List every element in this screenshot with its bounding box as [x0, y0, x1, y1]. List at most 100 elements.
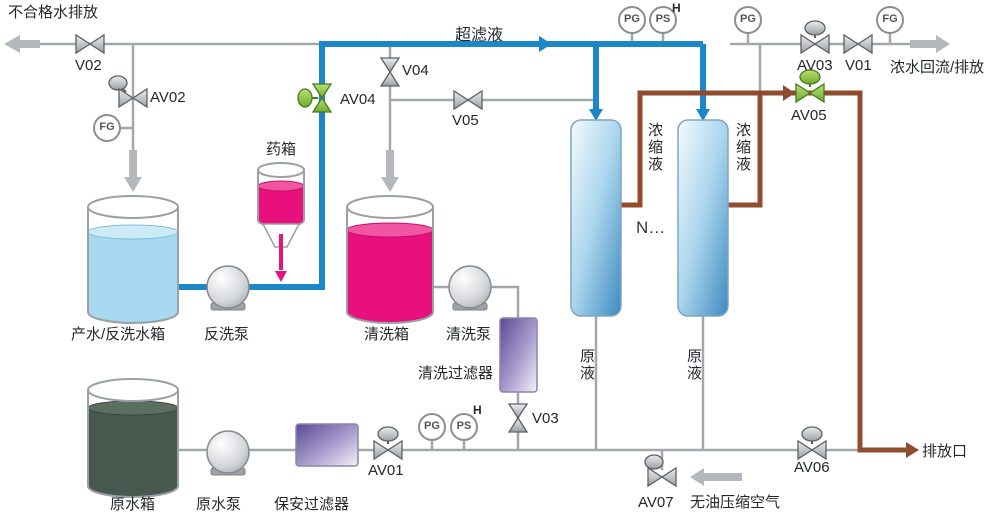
product-water-tank: [87, 195, 179, 324]
cleaning-tank-outline: [346, 207, 434, 324]
pg-gauge-top: [618, 6, 646, 34]
ultrafiltrate-pipes: [178, 36, 710, 290]
label-v02: V02: [75, 57, 102, 74]
label-h-top: H: [672, 1, 681, 15]
raw-water-surface: [87, 400, 179, 416]
label-membrane-count: N…: [636, 218, 666, 237]
label-chemical-tank: 药箱: [266, 141, 297, 158]
label-v04: V04: [402, 62, 429, 79]
discharge-left-arrow: [4, 35, 40, 53]
label-product-tank: 产水/反洗水箱: [71, 326, 166, 343]
chemical-liquid: [258, 186, 304, 227]
label-av05: AV05: [791, 107, 827, 124]
raw-water-fill: [88, 408, 178, 497]
label-cleaning-tank: 清洗箱: [364, 326, 410, 343]
valve-v05: [453, 89, 483, 111]
backwash-pump: [206, 265, 250, 311]
label-feed-right: 原液: [685, 348, 702, 382]
cleaning-liquid: [347, 230, 433, 323]
label-av02: AV02: [150, 89, 186, 106]
compressed-air-arrow: [690, 468, 742, 486]
valve-v01: [843, 33, 873, 55]
ps-gauge-bottom: [450, 413, 478, 441]
concentrate-return-arrow: [910, 35, 950, 53]
valve-av06: [797, 426, 827, 461]
pg-gauge-bottom-text: PG: [424, 420, 440, 432]
valve-av07: [644, 454, 677, 488]
av02-actuator: [108, 75, 128, 91]
raw-pump-body: [206, 430, 250, 474]
cleaning-pump-body: [448, 265, 492, 309]
fg-gauge-right-text: FG: [882, 13, 898, 25]
label-v01: V01: [845, 57, 872, 74]
valve-v03: [507, 403, 529, 433]
uf-flow-arrow: [539, 36, 552, 52]
pg-gauge-right-text: PG: [740, 13, 756, 25]
label-backwash-pump: 反洗泵: [204, 326, 250, 343]
av01-actuator: [377, 426, 399, 442]
label-cleaning-filter: 清洗过滤器: [418, 365, 494, 382]
chemical-tank: [257, 162, 305, 282]
product-water-fill: [88, 232, 178, 323]
label-av04: AV04: [340, 91, 376, 108]
av04-actuator: [297, 88, 313, 108]
cleaning-pump: [448, 265, 492, 311]
pg-gauge-bottom: [418, 413, 446, 441]
label-concentrate-left: 浓缩液: [646, 122, 663, 173]
raw-water-pump: [206, 430, 250, 476]
av03-actuator: [804, 20, 826, 36]
dosing-arrow: [275, 271, 287, 282]
raw-tank-outline: [87, 390, 179, 498]
label-av01: AV01: [368, 462, 404, 479]
cleaning-filter: [499, 317, 538, 393]
uf-leg-right-arrow: [696, 109, 710, 121]
arrow-into-cleaning-tank: [381, 150, 399, 192]
valve-av02: [108, 75, 148, 109]
pg-gauge-top-text: PG: [624, 13, 640, 25]
product-water-surface: [87, 224, 179, 240]
security-filter: [295, 423, 359, 467]
valve-av03: [800, 20, 830, 55]
label-av06: AV06: [794, 459, 830, 476]
pipe-ultrafiltrate-main: [178, 41, 703, 290]
label-raw-water-pump: 原水泵: [196, 496, 242, 513]
label-unqualified-discharge: 不合格水排放: [8, 4, 99, 21]
ps-gauge-bottom-text: PS: [456, 420, 472, 432]
membrane-module-1: [570, 119, 622, 317]
cleaning-tank: [346, 195, 434, 324]
pipe-concentrate-main: [621, 90, 908, 453]
label-h-bottom: H: [473, 403, 482, 417]
label-compressed-air: 无油压缩空气: [690, 494, 781, 511]
concentrate-pipes: [621, 85, 919, 458]
av07-actuator: [644, 454, 664, 470]
label-av03: AV03: [797, 57, 833, 74]
arrow-into-product-tank: [124, 150, 142, 192]
pg-gauge-right: [734, 6, 762, 34]
label-av07: AV07: [638, 494, 674, 511]
ps-gauge-top: [649, 6, 677, 34]
discharge-outlet-arrow: [906, 442, 919, 458]
product-tank-outline: [87, 207, 179, 324]
uf-leg-left-arrow: [589, 109, 603, 121]
label-raw-water-tank: 原水箱: [110, 496, 156, 513]
valve-av04: [297, 83, 333, 113]
valve-av01: [373, 426, 403, 461]
ps-gauge-top-text: PS: [655, 13, 671, 25]
label-concentrate-return: 浓水回流/排放: [890, 59, 985, 76]
label-concentrate-right: 浓缩液: [734, 122, 751, 173]
av05-actuator: [799, 69, 821, 85]
label-v05: V05: [452, 112, 479, 129]
label-discharge-outlet: 排放口: [922, 443, 968, 460]
label-v03: V03: [532, 410, 559, 427]
fg-gauge-left: [93, 114, 121, 142]
pipe-concentrate-right: [728, 93, 763, 208]
raw-water-tank: [87, 378, 179, 498]
label-security-filter: 保安过滤器: [274, 496, 350, 513]
av06-actuator: [801, 426, 823, 442]
backwash-pump-body: [206, 265, 250, 309]
label-cleaning-pump: 清洗泵: [446, 326, 492, 343]
fg-gauge-right: [876, 6, 904, 34]
label-feed-left: 原液: [578, 348, 595, 382]
